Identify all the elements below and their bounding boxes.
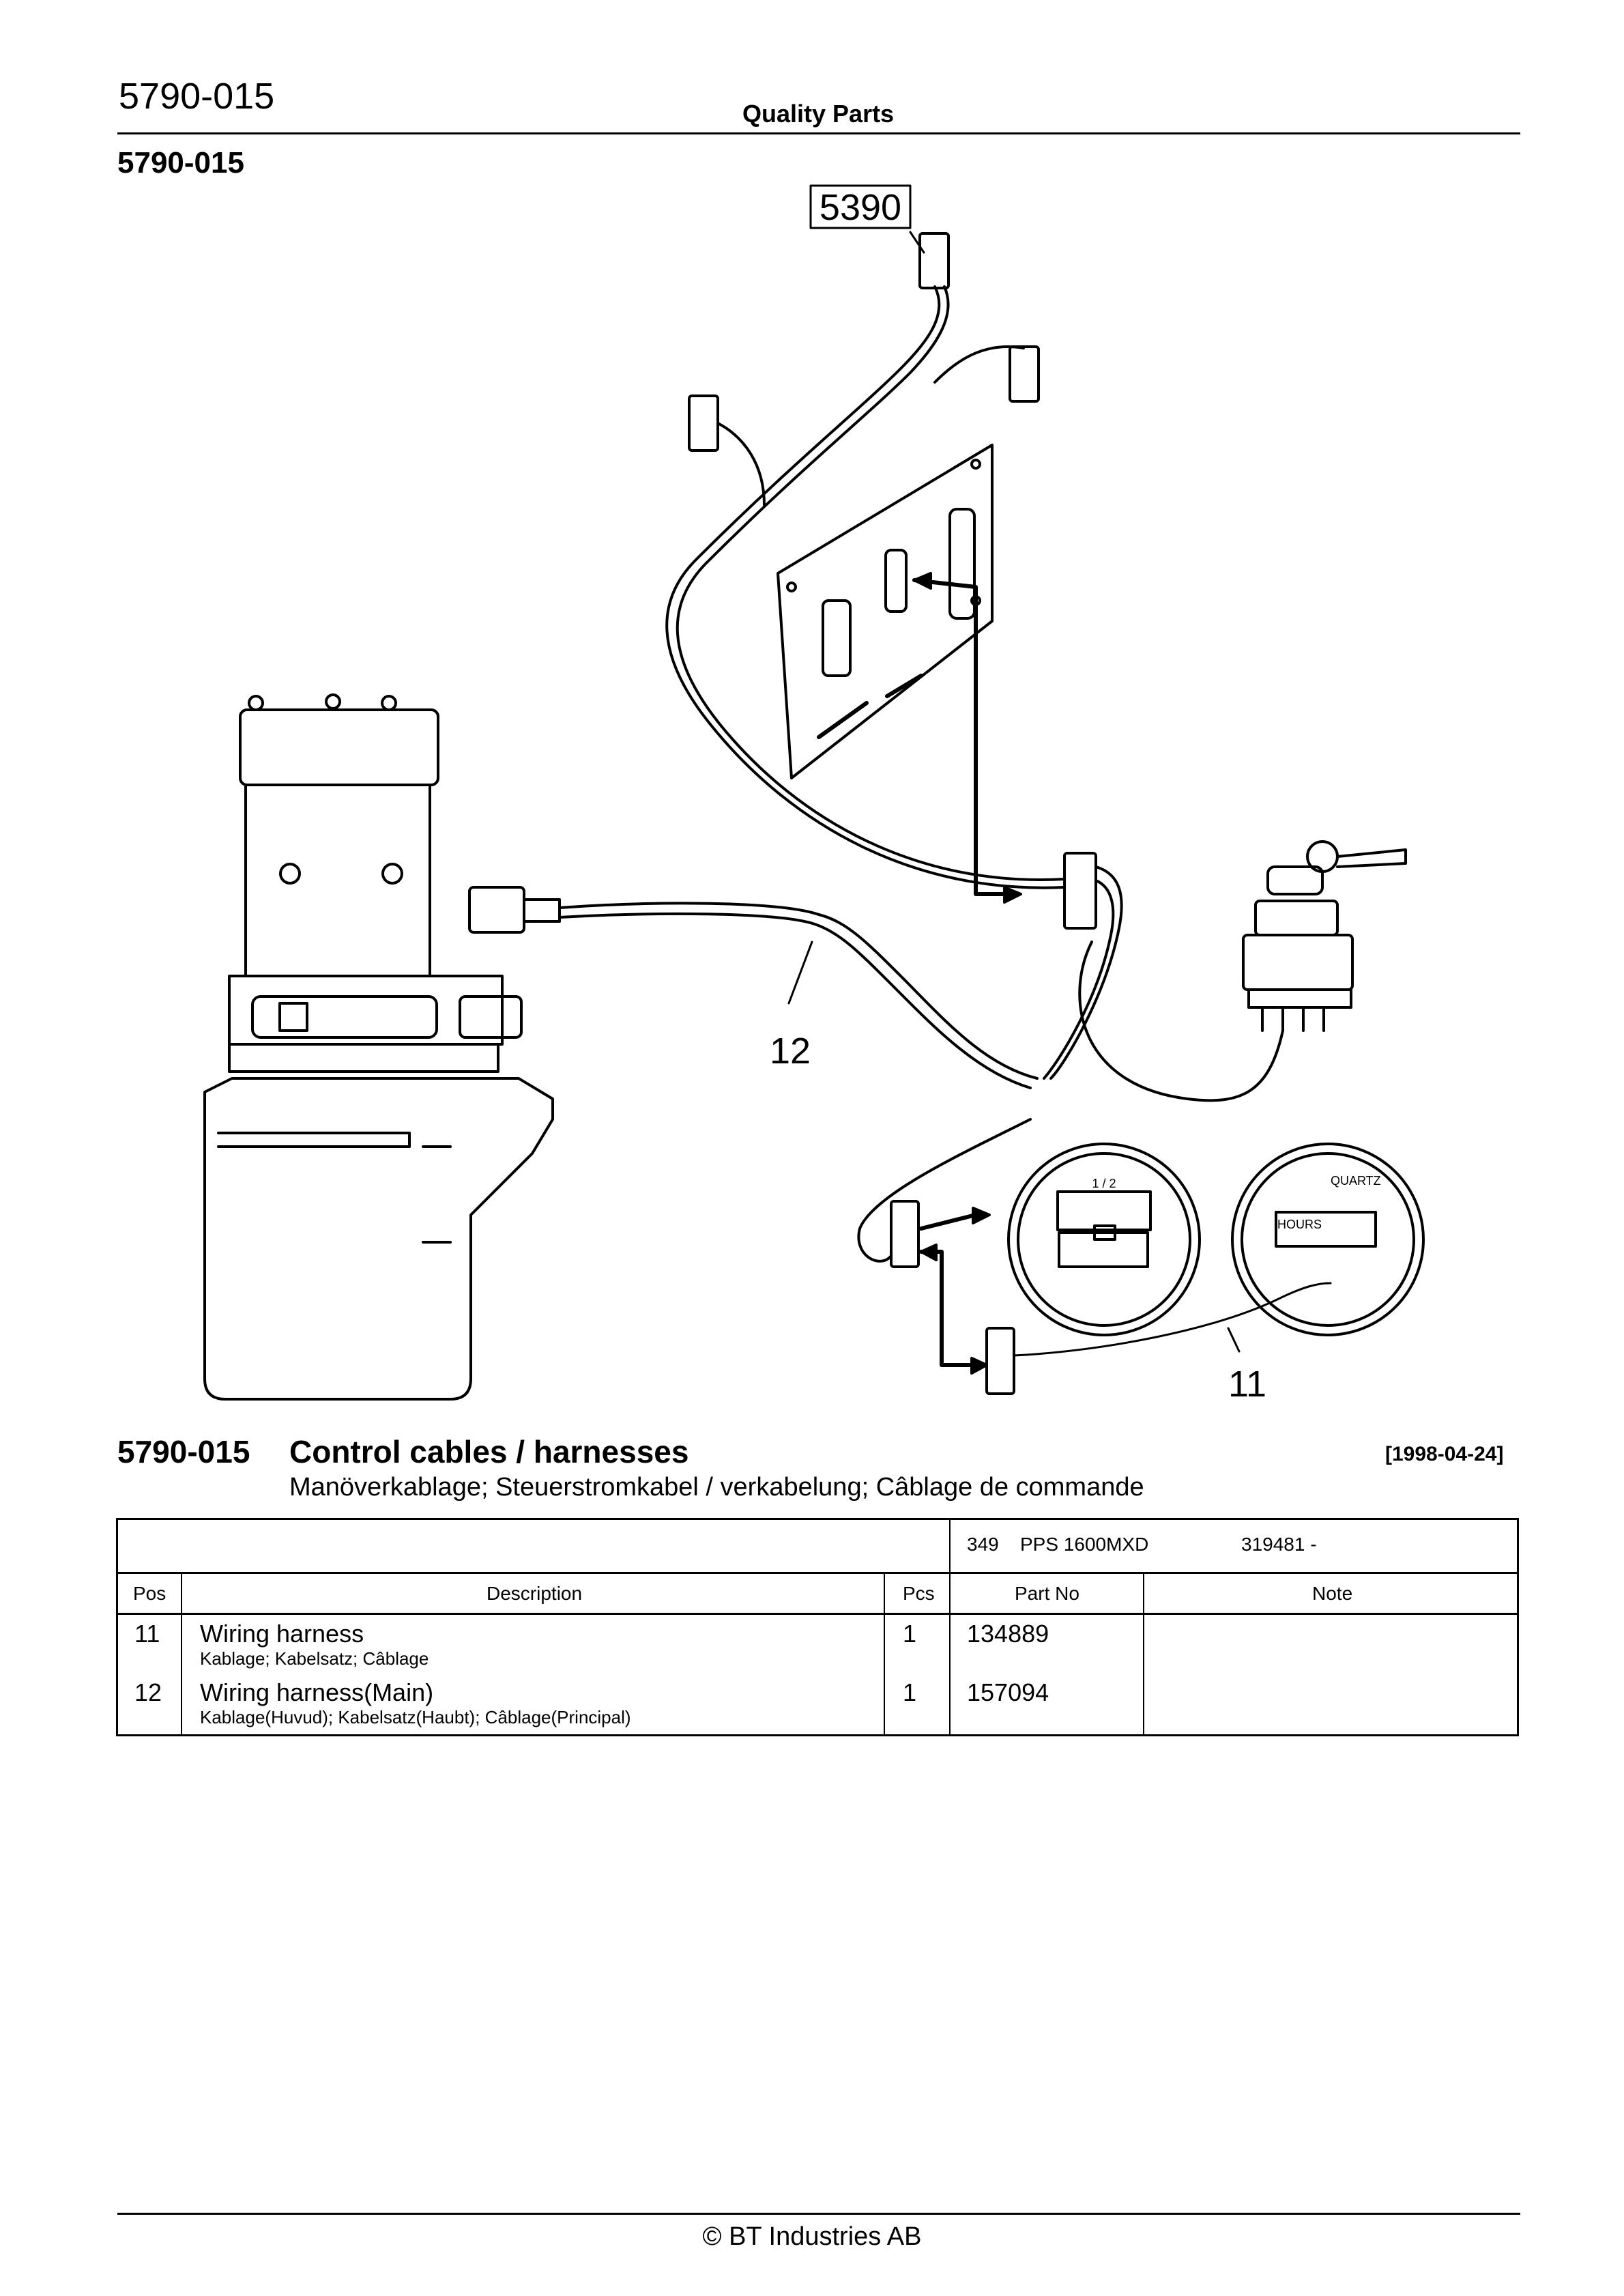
document-code: 5790-015 bbox=[119, 76, 275, 117]
table-col-rule bbox=[1143, 1572, 1144, 1736]
row-11-description-sub: Kablage; Kabelsatz; Câblage bbox=[200, 1648, 429, 1669]
parts-diagram: 5390 12 bbox=[203, 184, 1425, 1405]
copyright: © BT Industries AB bbox=[702, 2222, 922, 2251]
header-rule bbox=[117, 132, 1520, 134]
title-code: 5790-015 bbox=[117, 1434, 250, 1469]
table-rule bbox=[118, 1613, 1517, 1615]
gauge-half-label: 1 / 2 bbox=[1092, 1177, 1116, 1190]
table-col-rule bbox=[181, 1572, 182, 1736]
ref-box-label: 5390 bbox=[820, 187, 901, 228]
row-12-part-no: 157094 bbox=[967, 1678, 1049, 1706]
parts-table: 349 PPS 1600MXD 319481 - Pos Description… bbox=[116, 1518, 1519, 1736]
model-name: PPS 1600MXD bbox=[1020, 1534, 1149, 1555]
row-12-pos: 12 bbox=[134, 1678, 162, 1706]
col-header-pos: Pos bbox=[133, 1583, 166, 1604]
col-header-pcs: Pcs bbox=[903, 1583, 935, 1604]
row-11-pos: 11 bbox=[134, 1620, 160, 1648]
ref-box bbox=[809, 184, 912, 229]
row-11-pcs: 1 bbox=[903, 1620, 917, 1648]
callout-11: 11 bbox=[1228, 1364, 1266, 1405]
col-header-note: Note bbox=[1312, 1583, 1353, 1604]
table-col-rule bbox=[884, 1572, 885, 1736]
row-11-description: Wiring harness bbox=[200, 1620, 364, 1648]
row-12-pcs: 1 bbox=[903, 1678, 917, 1706]
callout-12: 12 bbox=[770, 1031, 811, 1072]
model-number: 349 bbox=[967, 1534, 999, 1555]
title-date: [1998-04-24] bbox=[1385, 1443, 1504, 1465]
model-serial: 319481 - bbox=[1241, 1534, 1317, 1555]
table-rule bbox=[118, 1572, 1517, 1574]
quality-parts-label: Quality Parts bbox=[742, 100, 895, 128]
gauge-quartz-label: QUARTZ bbox=[1331, 1174, 1381, 1188]
row-11-part-no: 134889 bbox=[967, 1620, 1049, 1648]
row-12-description: Wiring harness(Main) bbox=[200, 1678, 434, 1706]
page-title: Control cables / harnesses bbox=[289, 1434, 689, 1469]
col-header-part-no: Part No bbox=[1015, 1583, 1079, 1604]
table-col-rule bbox=[949, 1520, 951, 1736]
section-code: 5790-015 bbox=[117, 146, 244, 180]
row-12-description-sub: Kablage(Huvud); Kabelsatz(Haubt); Câblag… bbox=[200, 1707, 631, 1727]
gauge-hours-label: HOURS bbox=[1277, 1218, 1322, 1231]
footer-rule bbox=[117, 2213, 1520, 2215]
col-header-description: Description bbox=[487, 1583, 583, 1604]
title-subtitle: Manöverkablage; Steuerstromkabel / verka… bbox=[289, 1473, 1144, 1502]
